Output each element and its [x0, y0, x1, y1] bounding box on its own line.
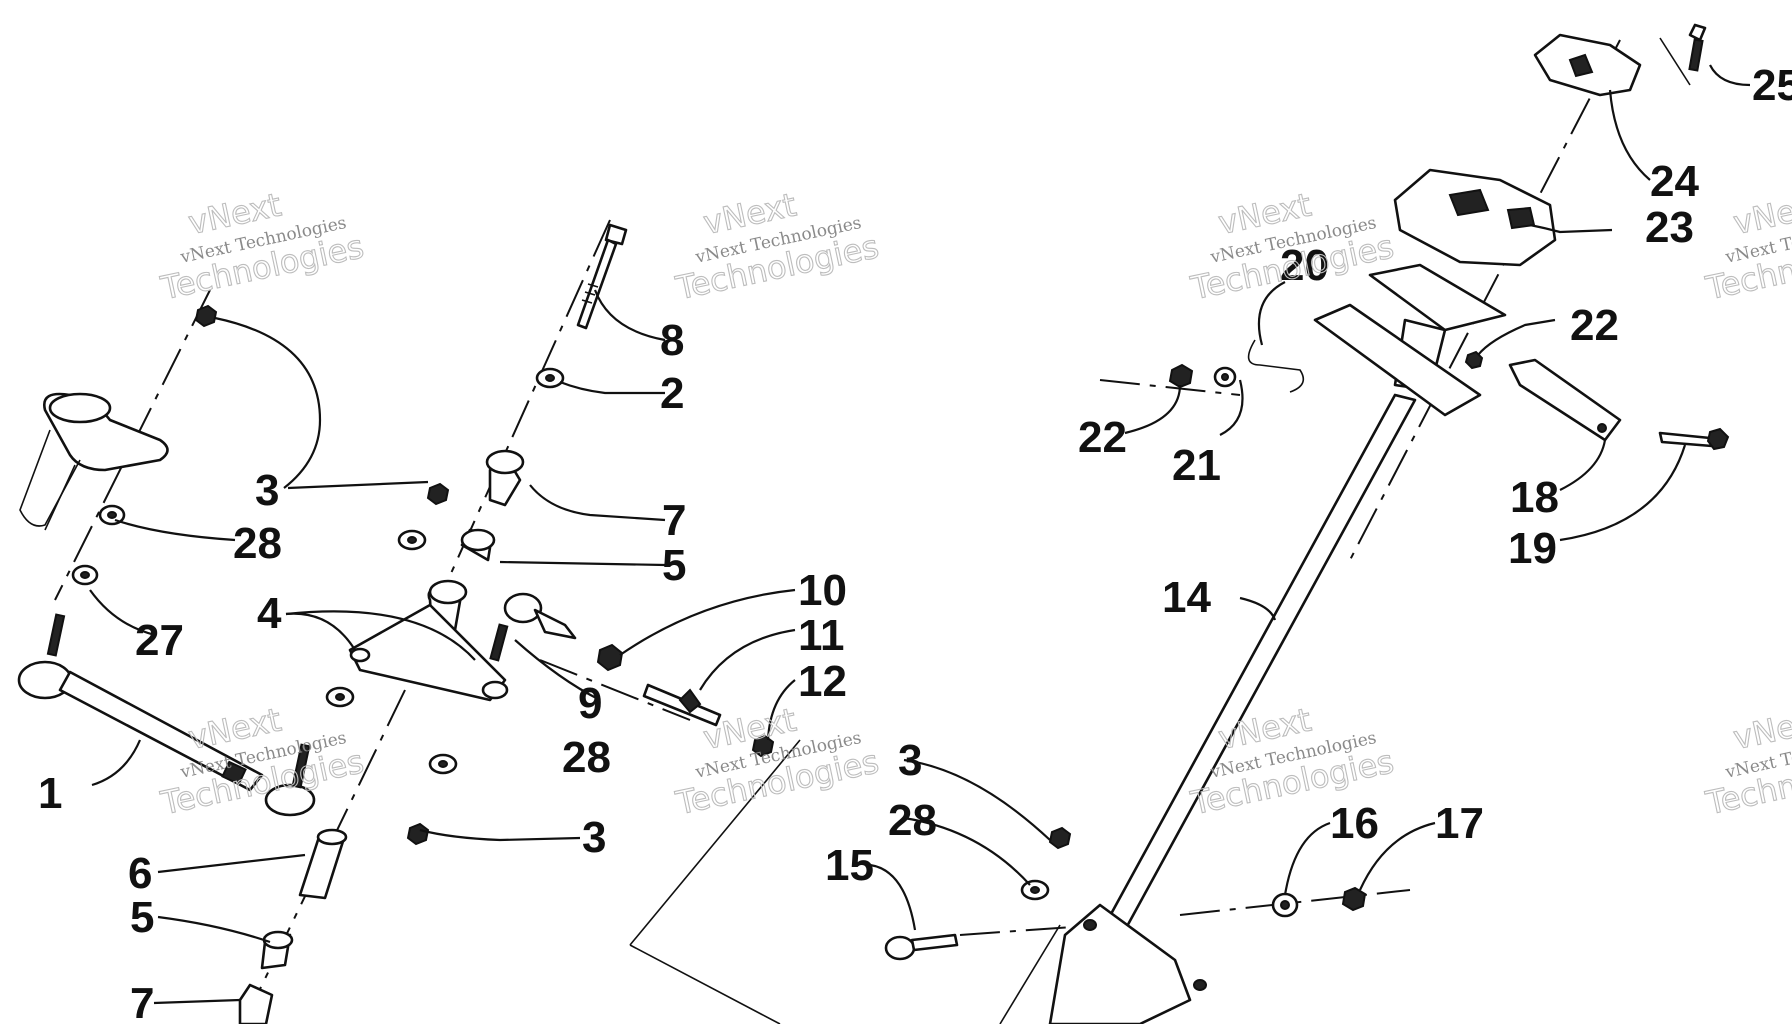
callout-7-upper: 7 — [662, 496, 686, 545]
callout-18: 18 — [1510, 473, 1559, 522]
callout-8: 8 — [660, 316, 684, 365]
callout-14: 14 — [1162, 573, 1211, 622]
nut-icon-right — [1168, 350, 1484, 389]
callout-10: 10 — [798, 566, 847, 615]
watermark-brand: vNext — [1730, 186, 1792, 243]
callout-3-top: 3 — [255, 466, 279, 515]
ball-joint-icon — [489, 592, 775, 758]
washer-icon — [71, 504, 126, 586]
watermark-3: vNext vNext Technologies Technologies — [1186, 185, 1397, 308]
watermark-brand: vNext — [1730, 701, 1792, 758]
callout-15: 15 — [825, 841, 874, 890]
callout-7-lower: 7 — [130, 979, 154, 1024]
callout-2: 2 — [660, 369, 684, 418]
callout-25: 25 — [1752, 61, 1792, 110]
cotter-pin-icon — [1247, 339, 1305, 393]
callout-5-lower: 5 — [130, 893, 154, 942]
callout-3-right: 3 — [898, 736, 922, 785]
callout-21: 21 — [1172, 441, 1221, 490]
callout-22-right: 22 — [1570, 301, 1619, 350]
support-bracket-icon — [1508, 358, 1730, 451]
callout-3-bottom: 3 — [582, 813, 606, 862]
callout-16: 16 — [1330, 799, 1379, 848]
callout-12: 12 — [798, 657, 847, 706]
nut-washer-stack-icon — [325, 482, 458, 846]
watermark-1: vNext vNext Technologies Technologies — [156, 185, 367, 308]
callout-19: 19 — [1508, 524, 1557, 573]
washer-icon-2 — [535, 367, 565, 389]
spacer-tube-icon — [238, 828, 348, 1024]
callout-9: 9 — [578, 679, 602, 728]
callout-22-left: 22 — [1078, 413, 1127, 462]
callout-6: 6 — [128, 849, 152, 898]
watermark-2: vNext vNext Technologies Technologies — [671, 185, 882, 308]
idler-arm-icon — [348, 603, 509, 702]
handlebar-block-icon — [1393, 23, 1707, 267]
callout-24: 24 — [1650, 157, 1699, 206]
callout-27: 27 — [135, 616, 184, 665]
callout-20: 20 — [1280, 241, 1329, 290]
callout-numbers: 1 2 3 3 3 4 5 5 6 7 7 8 9 10 11 12 14 15… — [38, 61, 1792, 1024]
steering-post-icon — [1048, 263, 1507, 1024]
tie-rod-icon — [17, 613, 316, 817]
callout-1: 1 — [38, 769, 62, 818]
callout-28-middle: 28 — [562, 733, 611, 782]
callout-17: 17 — [1435, 799, 1484, 848]
axis-lines — [54, 37, 1691, 1024]
nut-icon — [194, 304, 218, 328]
clamp-hardware-icon — [884, 826, 1367, 961]
steering-arm-icon — [19, 392, 169, 531]
leader-lines — [89, 64, 1751, 1005]
watermark-8: vNext vNext Technologies Technologies — [1701, 700, 1792, 823]
bolt-icon — [576, 223, 628, 330]
callout-23: 23 — [1645, 203, 1694, 252]
watermark-4: vNext vNext Technologies Technologies — [1701, 185, 1792, 308]
callout-11: 11 — [798, 611, 845, 660]
callout-4: 4 — [257, 589, 282, 638]
callout-28-upper: 28 — [233, 519, 282, 568]
callout-28-right: 28 — [888, 796, 937, 845]
callout-5-upper: 5 — [662, 541, 686, 590]
